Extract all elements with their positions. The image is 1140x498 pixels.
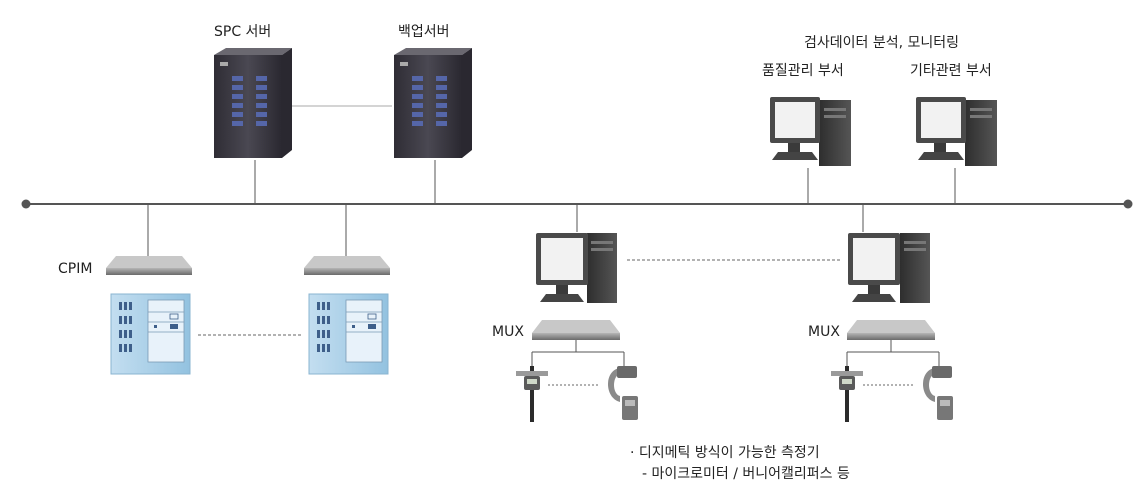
cpim-2-cabinet-icon — [308, 293, 389, 375]
cpim-1-cabinet-icon — [110, 293, 191, 375]
mux-left-device-icon — [532, 320, 620, 340]
note-line-2: - 마이크로미터 / 버니어캘리퍼스 등 — [642, 466, 850, 482]
backbone-end-left — [21, 199, 31, 209]
spc-server-label: SPC 서버 — [214, 24, 272, 40]
mux-left-pc-icon — [536, 233, 617, 303]
note-line-1: · 디지메틱 방식이 가능한 측정기 — [630, 445, 820, 461]
spc-server-icon — [214, 48, 292, 158]
mux-right-device-icon — [847, 320, 935, 340]
cpim-1-device-icon — [106, 256, 192, 275]
analysis-title: 검사데이터 분석, 모니터링 — [804, 35, 960, 51]
cpim-2-device-icon — [304, 256, 390, 275]
micrometer-right-icon — [923, 366, 953, 420]
backup-server-icon — [394, 48, 472, 158]
quality-pc-icon — [770, 97, 851, 166]
backup-server-label: 백업서버 — [398, 24, 450, 40]
mux-left-label: MUX — [492, 324, 524, 340]
mux-right-label: MUX — [808, 324, 840, 340]
caliper-left-icon — [516, 366, 548, 422]
other-pc-icon — [916, 97, 997, 166]
backbone-end-right — [1123, 199, 1133, 209]
cpim-label: CPIM — [58, 261, 93, 277]
quality-dept-label: 품질관리 부서 — [762, 63, 844, 79]
other-dept-label: 기타관련 부서 — [910, 63, 992, 79]
mux-right-pc-icon — [848, 233, 930, 303]
caliper-right-icon — [831, 366, 863, 422]
micrometer-left-icon — [608, 366, 638, 420]
